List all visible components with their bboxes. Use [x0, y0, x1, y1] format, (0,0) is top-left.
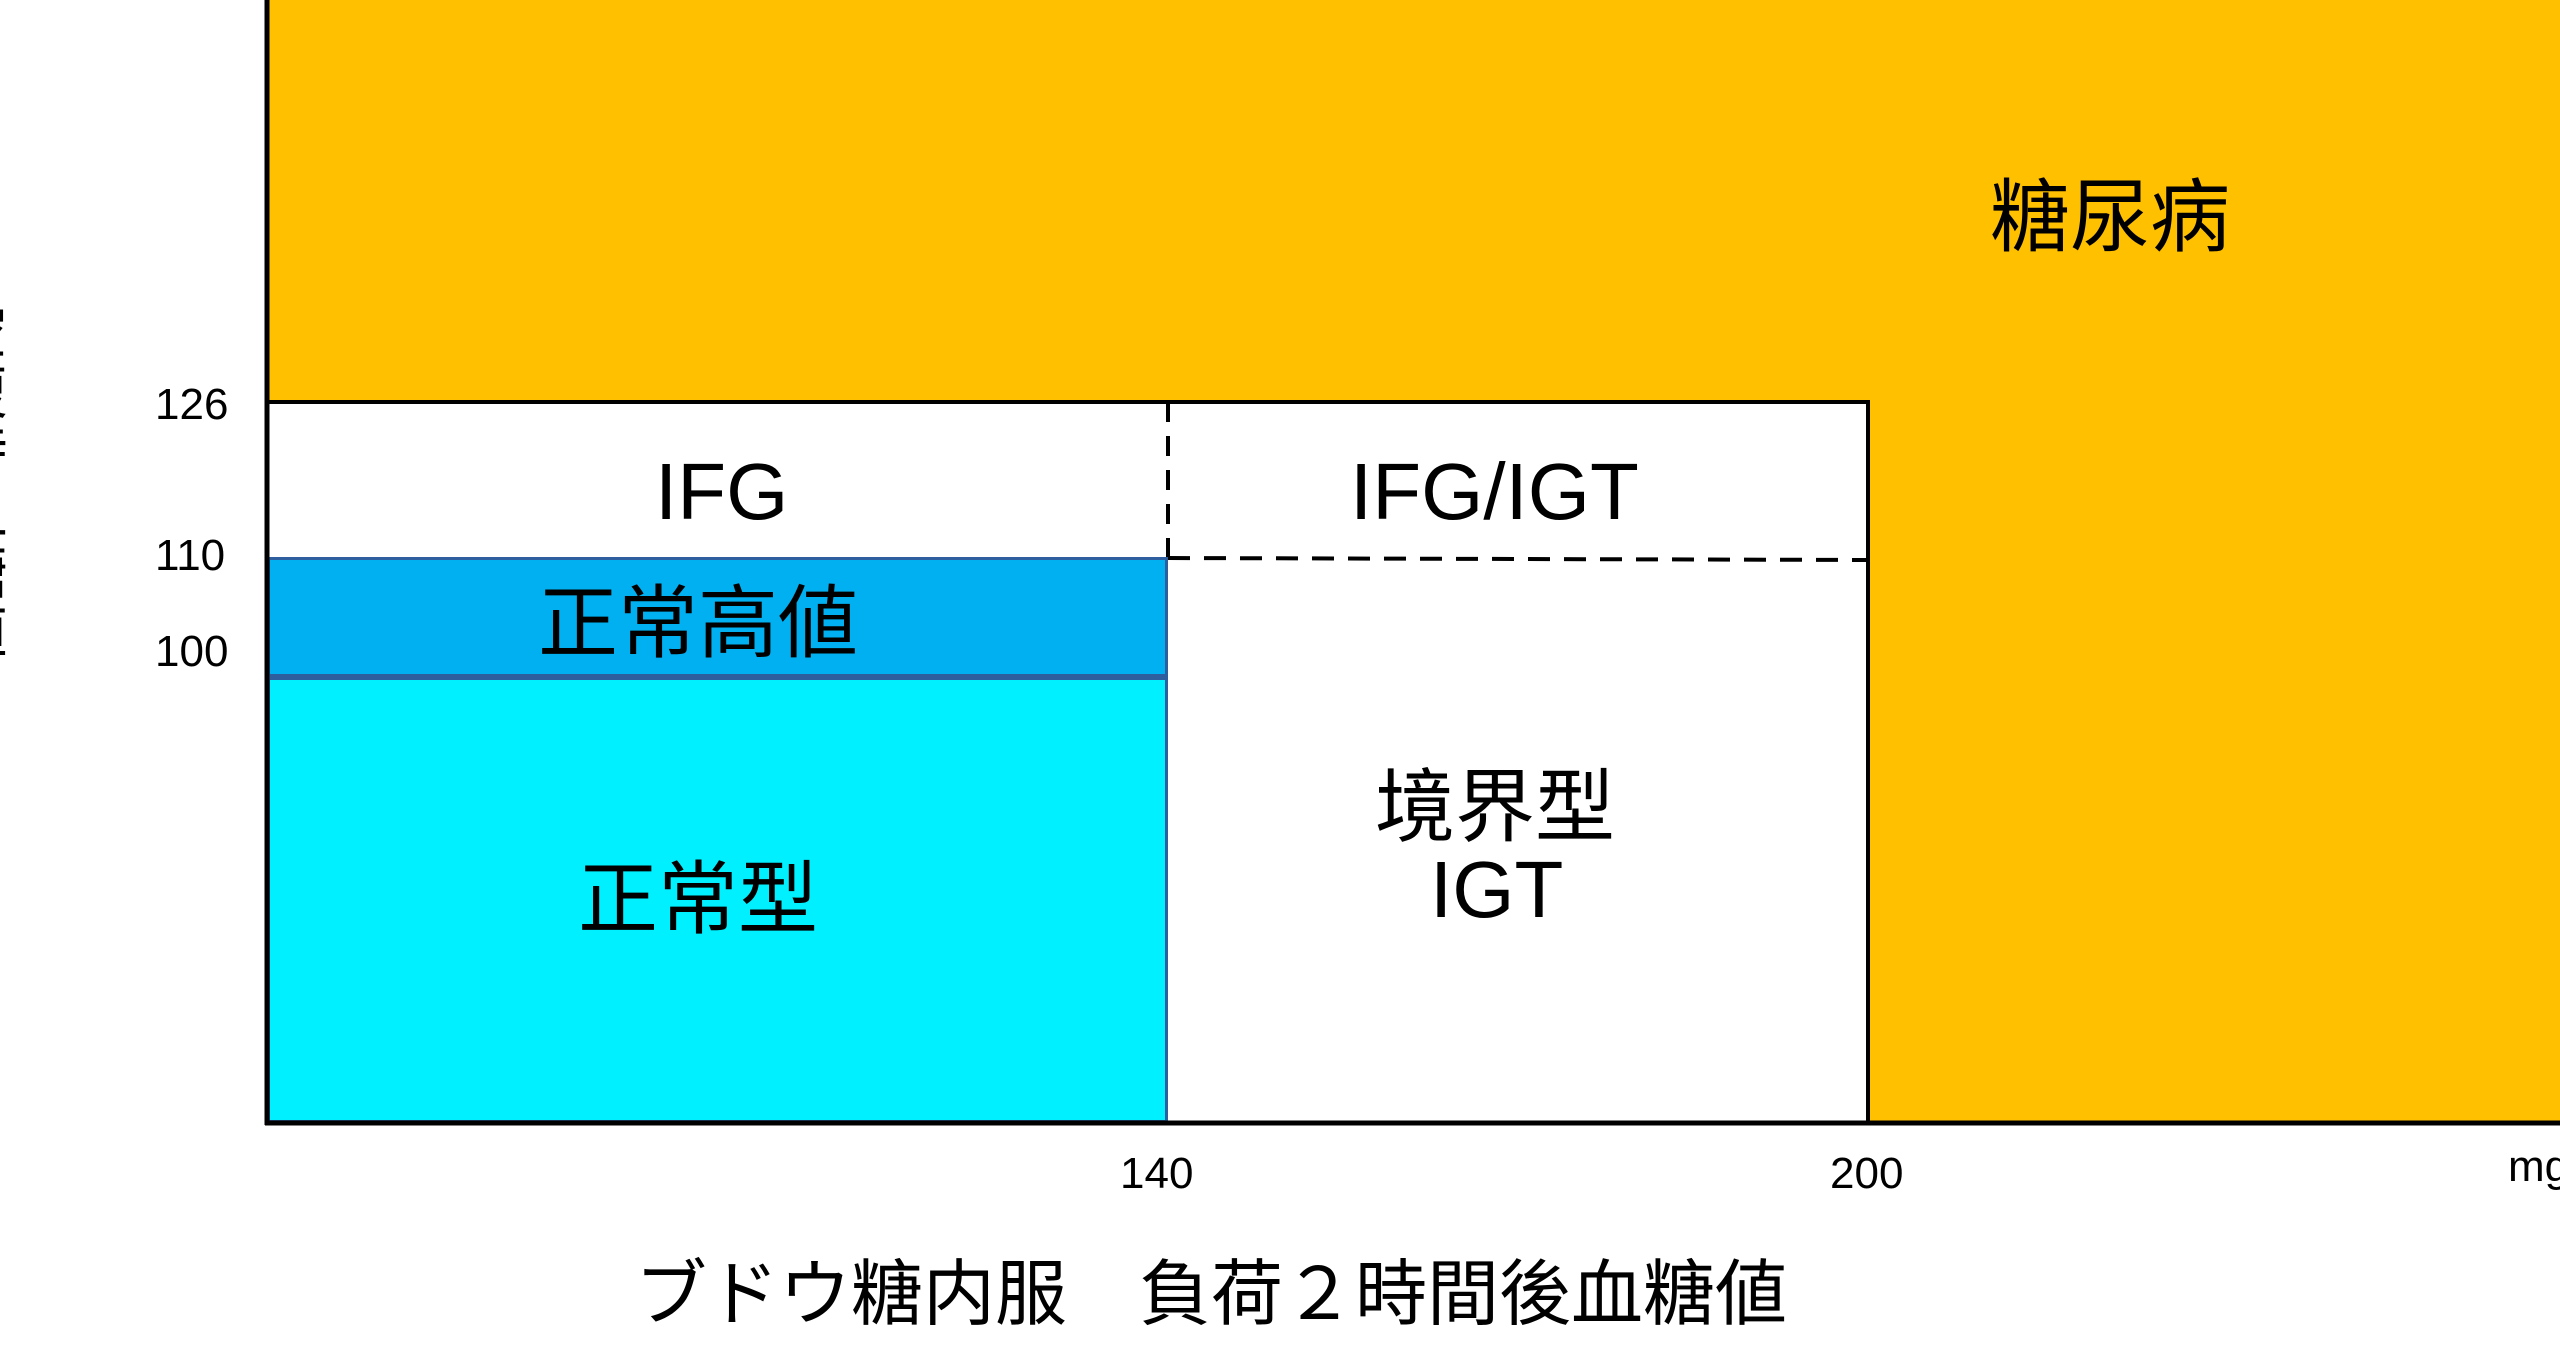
label-borderline: 境界型 [1375, 761, 1615, 854]
y-tick-110: 110 [155, 531, 226, 580]
label-normal: 正常型 [578, 853, 818, 946]
label-ifg-igt: IFG/IGT [1350, 447, 1639, 536]
y-tick-100: 100 [155, 627, 229, 676]
y-tick-126: 126 [155, 380, 229, 429]
x-axis-title: ブドウ糖内服 負荷２時間後血糖値 [635, 1252, 1788, 1336]
label-ifg: IFG [655, 447, 789, 536]
dashed-horizontal-110 [1167, 556, 1871, 562]
x-unit: mg [2508, 1142, 2560, 1191]
label-normal-high: 正常高値 [538, 577, 858, 670]
label-diabetes: 糖尿病 [1990, 171, 2230, 264]
region-normal [267, 677, 1168, 1123]
y-axis-title: 空腹時血糖値 [0, 300, 7, 660]
label-borderline-igt: IGT [1430, 845, 1564, 934]
region-normal-high [267, 557, 1168, 677]
x-tick-140: 140 [1120, 1149, 1194, 1198]
x-tick-200: 200 [1830, 1149, 1904, 1198]
